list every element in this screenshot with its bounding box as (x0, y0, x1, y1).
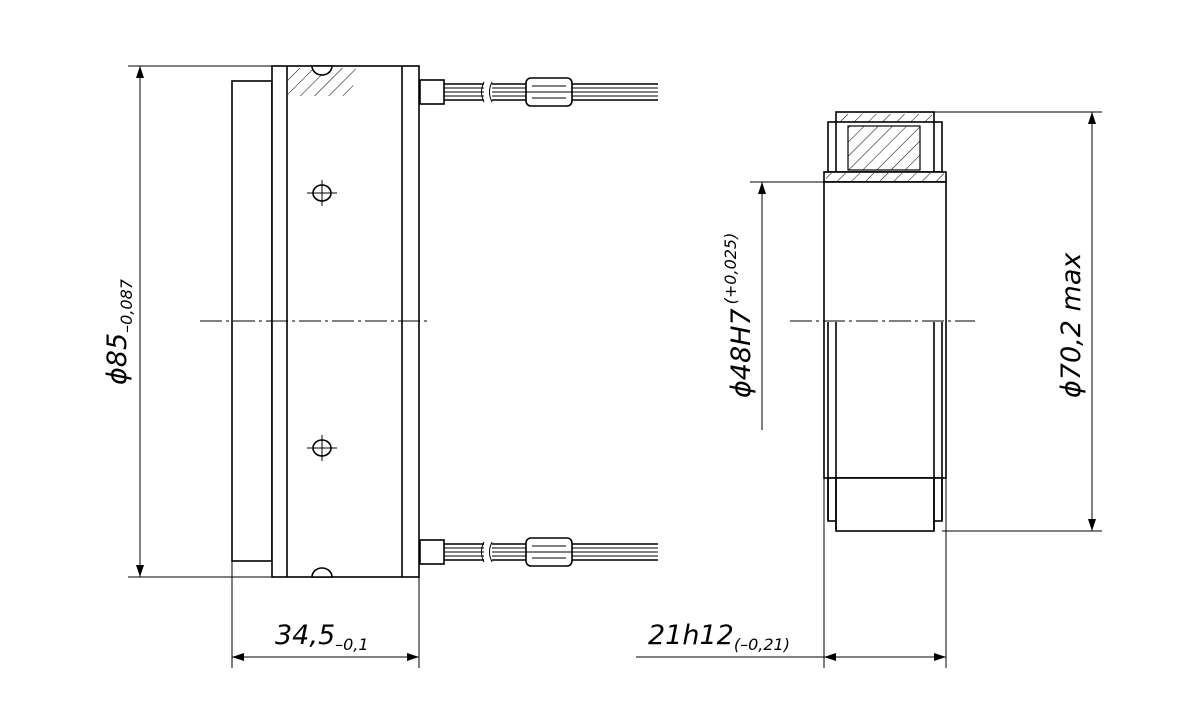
width-left-tolerance: –0,1 (335, 635, 368, 654)
max-diameter-symbol: ϕ (1056, 380, 1087, 398)
dimension-width-left: 34,5–0,1 (231, 561, 420, 668)
section-view: ϕ48H7(+0,025) ϕ70,2 max 21h12(–0,21) (636, 111, 1102, 668)
bore-value: 48H7 (726, 308, 757, 380)
mount-hole-lower (307, 435, 337, 461)
width-right-tolerance: (–0,21) (734, 635, 790, 654)
dimension-bore: ϕ48H7 (+0,025) (721, 181, 824, 430)
svg-text:34,5–0,1: 34,5–0,1 (275, 620, 369, 654)
outer-diameter-tolerance: –0,087 (117, 278, 136, 333)
lead-wire-upper (419, 77, 658, 107)
bore-tolerance: (+0,025) (721, 233, 740, 305)
top-section-hatch (288, 68, 356, 96)
svg-text:ϕ48H7(+0,025): ϕ48H7 (+0,025) (721, 233, 757, 398)
top-notch (311, 65, 333, 76)
width-left-value: 34,5 (275, 620, 335, 651)
svg-text:21h12(–0,21): 21h12(–0,21) (648, 620, 790, 654)
section-body (823, 181, 947, 479)
width-right-value: 21h12 (648, 620, 734, 651)
dimension-outer-diameter: ϕ85–0,087 (102, 65, 272, 578)
svg-text:ϕ85–0,087: ϕ85–0,087 (102, 278, 136, 385)
outer-diameter-value: 85 (102, 333, 133, 367)
side-view: ϕ85–0,087 34,5–0,1 (102, 65, 658, 668)
bore-symbol: ϕ (726, 380, 757, 398)
lead-wire-lower (419, 537, 658, 567)
mount-hole-upper (307, 180, 337, 206)
bottom-notch (311, 567, 333, 578)
dimension-max-diameter: ϕ70,2 max (934, 111, 1102, 532)
max-diameter-value: 70,2 max (1056, 252, 1087, 381)
dimension-width-right: 21h12(–0,21) (636, 478, 947, 668)
svg-text:ϕ70,2 max: ϕ70,2 max (1056, 252, 1087, 398)
outer-diameter-symbol: ϕ (102, 367, 133, 385)
top-cap-hatch (847, 125, 921, 171)
